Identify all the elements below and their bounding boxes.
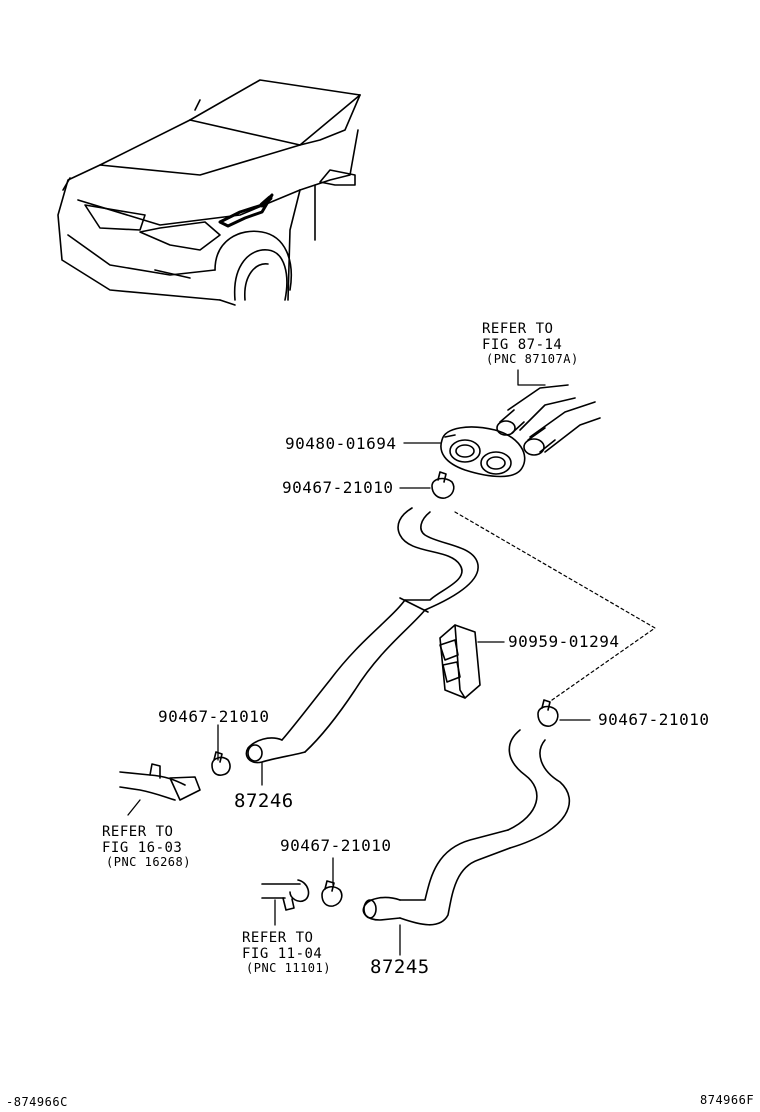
clamp-right xyxy=(537,699,559,727)
clamp-top xyxy=(431,471,455,499)
clamp-bottom xyxy=(321,880,343,907)
holder-90959-01294 xyxy=(439,624,481,699)
label-hose-lower: 87245 xyxy=(370,956,430,978)
label-clamp-bottom: 90467-21010 xyxy=(280,836,392,855)
hose-87245 xyxy=(362,729,571,926)
refer-bottom-line3: (PNC 11101) xyxy=(246,961,331,975)
label-clamp-left: 90467-21010 xyxy=(158,707,270,726)
label-hose-upper: 87246 xyxy=(234,790,294,812)
pipe-left xyxy=(119,763,201,801)
dotted-reference-line xyxy=(454,511,656,701)
refer-bottom-line1: REFER TO xyxy=(242,930,314,946)
refer-bottom-line2: FIG 11-04 xyxy=(242,946,323,962)
clamp-left xyxy=(211,751,231,776)
car-illustration xyxy=(57,79,361,306)
label-holder: 90959-01294 xyxy=(508,632,620,651)
heater-pipes-upper xyxy=(496,384,601,456)
grommet-90480-01694 xyxy=(440,426,526,478)
hose-87246 xyxy=(245,507,479,764)
refer-top-line3: (PNC 87107A) xyxy=(486,352,579,366)
label-clamp-right: 90467-21010 xyxy=(598,710,710,729)
refer-left-line2: FIG 16-03 xyxy=(102,840,183,856)
leader-lines xyxy=(127,369,591,956)
label-grommet: 90480-01694 xyxy=(285,434,397,453)
refer-top-line1: REFER TO xyxy=(482,321,554,337)
refer-left-line3: (PNC 16268) xyxy=(106,855,191,869)
pipe-bottom xyxy=(261,879,310,911)
footer-left-code: -874966C xyxy=(6,1095,68,1109)
footer-right-code: 874966F xyxy=(700,1093,755,1107)
label-clamp-top: 90467-21010 xyxy=(282,478,394,497)
refer-left-line1: REFER TO xyxy=(102,824,174,840)
refer-top-line2: FIG 87-14 xyxy=(482,337,563,353)
